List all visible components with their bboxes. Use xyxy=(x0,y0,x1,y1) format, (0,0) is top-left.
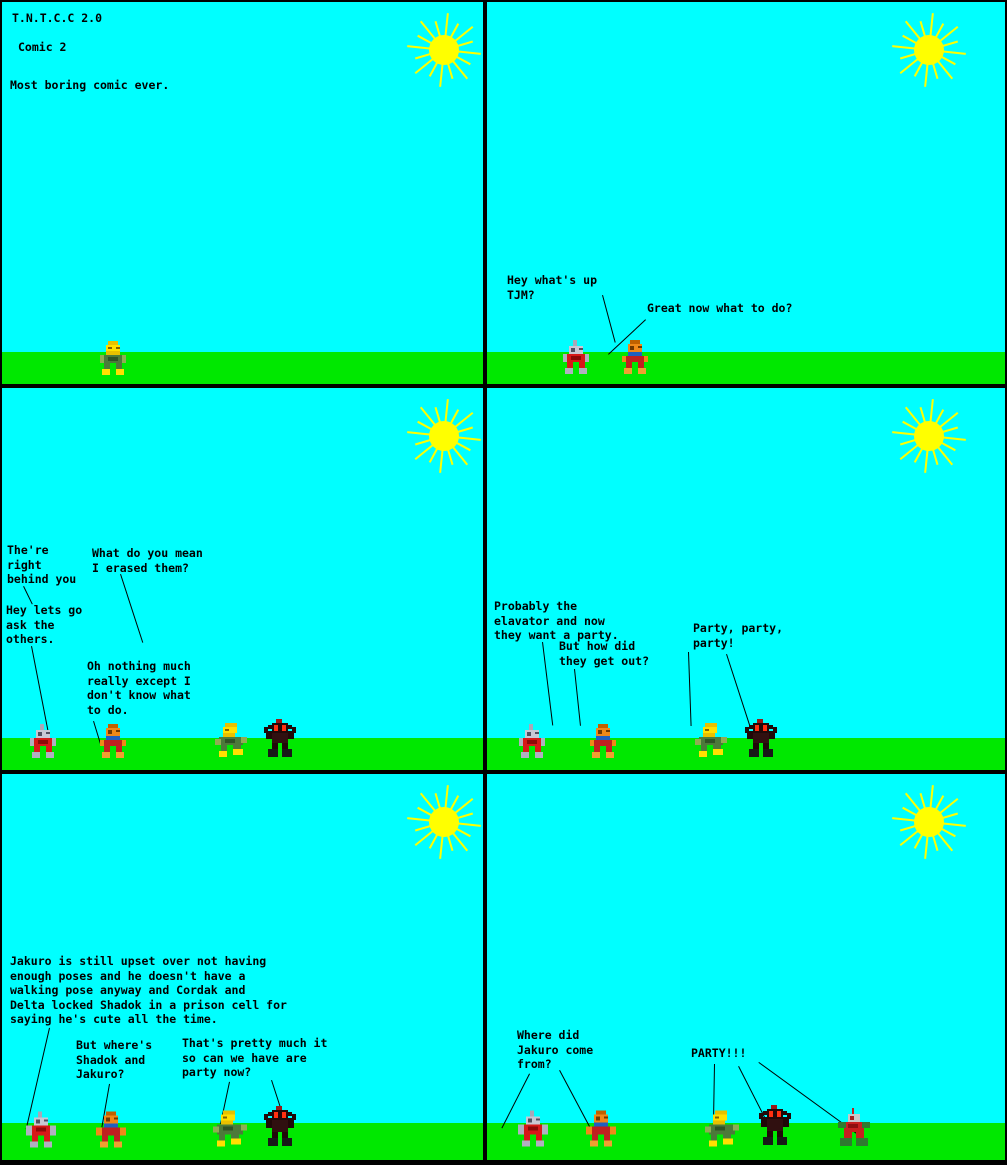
sun-icon xyxy=(404,782,483,862)
character-delta xyxy=(838,1108,870,1146)
character-jakuro xyxy=(98,341,128,375)
character-shadok xyxy=(264,719,296,757)
leader-line xyxy=(542,642,554,726)
speech-ask-the-others: Hey lets go ask the others. xyxy=(6,603,83,647)
character-shadok xyxy=(264,1106,296,1146)
sun-icon xyxy=(889,782,969,862)
ground-strip xyxy=(487,738,1005,770)
character-shadok xyxy=(759,1105,791,1145)
comic-panel-3: The're right behind you Hey lets go ask … xyxy=(2,388,483,770)
speech-nothing-much: Oh nothing much really except I don't kn… xyxy=(87,659,191,717)
speech-tjm-greeting: Hey what's up TJM? xyxy=(507,273,598,302)
speech-erased-them: What do you mean I erased them? xyxy=(92,546,203,575)
comic-panel-2: Hey what's up TJM? Great now what to do? xyxy=(487,2,1005,384)
speech-where-did-jakuro: Where did Jakuro come from? xyxy=(517,1028,594,1072)
narration-jakuro-upset: Jakuro is still upset over not having en… xyxy=(10,954,287,1027)
leader-line xyxy=(688,652,692,726)
character-tjm xyxy=(586,1110,618,1147)
character-jakuro xyxy=(215,723,247,757)
speech-party-party-party: Party, party, party! xyxy=(693,621,784,650)
character-cordak xyxy=(28,724,58,758)
comic-panel-5: Jakuro is still upset over not having en… xyxy=(2,774,483,1160)
comic-panel-6: Where did Jakuro come from? PARTY!!! xyxy=(487,774,1005,1160)
speech-party-exclaim: PARTY!!! xyxy=(691,1046,747,1060)
character-tjm xyxy=(98,724,128,758)
leader-line xyxy=(726,654,751,727)
sun-icon xyxy=(404,396,483,476)
ground-strip xyxy=(2,352,483,384)
leader-line xyxy=(31,646,50,737)
sun-icon xyxy=(889,10,969,90)
speech-how-get-out: But how did they get out? xyxy=(559,639,650,668)
character-cordak xyxy=(517,724,547,758)
comic-caption: Most boring comic ever. xyxy=(10,78,170,92)
speech-what-to-do: Great now what to do? xyxy=(647,301,793,315)
character-tjm xyxy=(588,724,618,758)
character-cordak xyxy=(518,1110,550,1147)
sun-icon xyxy=(404,10,483,90)
speech-elavator-party: Probably the elavator and now they want … xyxy=(494,599,619,643)
character-tjm xyxy=(620,340,650,374)
leader-line xyxy=(120,574,144,643)
character-cordak xyxy=(26,1111,58,1148)
sun-icon xyxy=(889,396,969,476)
comic-panel-1: T.N.T.C.C 2.0 Comic 2 Most boring comic … xyxy=(2,2,483,384)
speech-pretty-much-it: That's pretty much it so can we have are… xyxy=(182,1036,328,1080)
character-jakuro xyxy=(213,1110,247,1147)
speech-wheres-shadok: But where's Shadok and Jakuro? xyxy=(76,1038,153,1082)
character-jakuro xyxy=(705,1110,739,1147)
leader-line xyxy=(574,669,581,726)
character-jakuro xyxy=(695,723,727,757)
ground-strip xyxy=(487,1123,1005,1160)
leader-line xyxy=(23,586,33,605)
comic-subtitle: Comic 2 xyxy=(18,40,67,54)
character-shadok xyxy=(745,719,777,757)
comic-panel-4: Probably the elavator and now they want … xyxy=(487,388,1005,770)
character-cordak xyxy=(561,340,591,374)
character-tjm xyxy=(96,1111,128,1148)
speech-right-behind-you: The're right behind you xyxy=(7,543,77,587)
page-title: T.N.T.C.C 2.0 xyxy=(12,11,103,25)
